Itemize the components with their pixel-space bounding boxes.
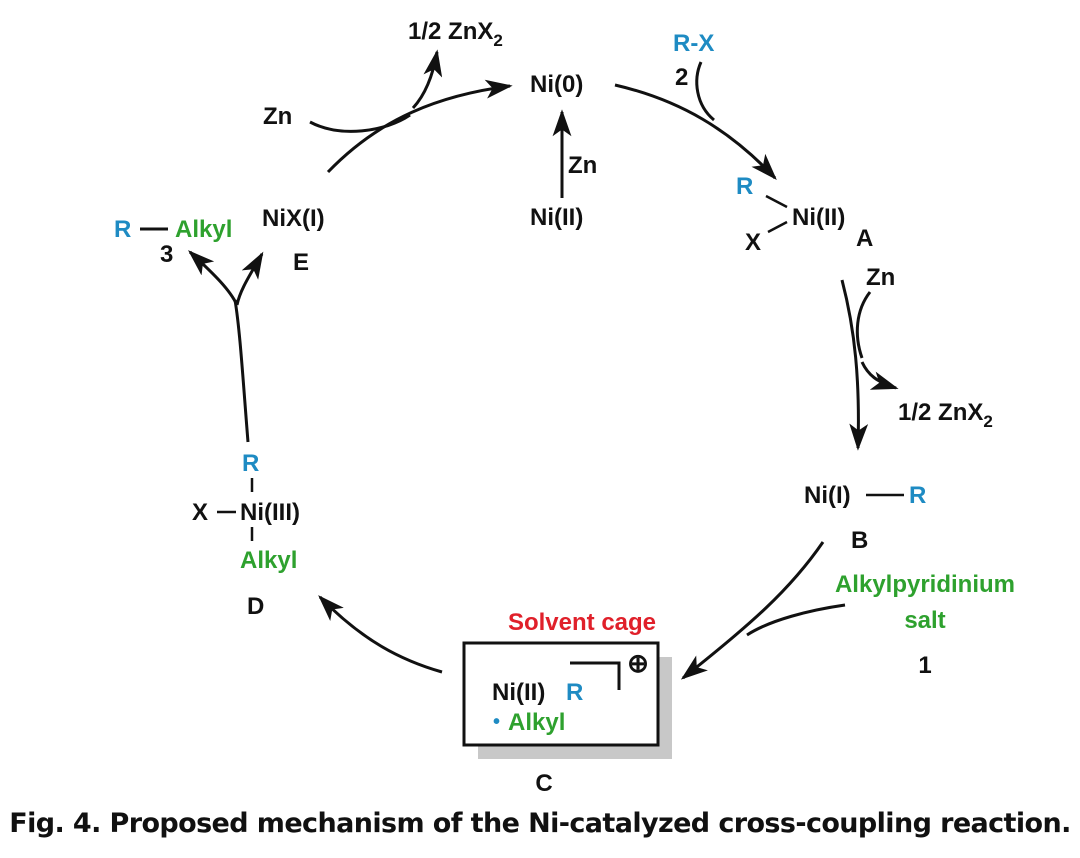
rx-number: 2 bbox=[675, 64, 688, 91]
B-metal: Ni(I) bbox=[804, 482, 851, 509]
D-R-ligand: R bbox=[242, 450, 259, 477]
arrow-C-to-D bbox=[318, 595, 443, 674]
zn-input-curve bbox=[309, 113, 411, 133]
solvent-cage-label: Solvent cage bbox=[508, 609, 656, 636]
pyridinium-label-line2: salt bbox=[904, 607, 945, 634]
cage-bracket bbox=[570, 661, 621, 690]
figure-caption: Fig. 4. Proposed mechanism of the Ni-cat… bbox=[9, 808, 1071, 839]
B-id: B bbox=[851, 527, 868, 554]
ni0-label: Ni(0) bbox=[530, 71, 583, 98]
A-id: A bbox=[856, 225, 873, 252]
B-R-ligand: R bbox=[909, 482, 926, 509]
A-X-bond bbox=[767, 220, 788, 234]
positive-charge-icon: ⊕ bbox=[627, 648, 649, 678]
rx-label: R-X bbox=[673, 30, 714, 57]
pyridinium-label-line1: Alkylpyridinium bbox=[835, 571, 1015, 598]
A-R-bond bbox=[765, 194, 788, 209]
E-label: NiX(I) bbox=[262, 205, 325, 232]
arrow-ni0-to-A bbox=[614, 83, 777, 180]
znx2-right-output-arrow bbox=[860, 361, 899, 390]
C-alkyl-radical: Alkyl bbox=[508, 709, 565, 736]
arrow-to-E bbox=[235, 251, 264, 306]
solvent-cage-box bbox=[462, 641, 660, 747]
pyridinium-number: 1 bbox=[918, 652, 931, 679]
ni2-precursor-label: Ni(II) bbox=[530, 204, 583, 231]
znx2-top-left-label: 1/2 ZnX2 bbox=[408, 18, 503, 50]
arrow-B-to-C bbox=[680, 541, 825, 680]
salt-input-curve bbox=[746, 603, 846, 637]
C-R-ligand: R bbox=[566, 679, 583, 706]
zn-right-label: Zn bbox=[866, 264, 895, 291]
E-id: E bbox=[293, 249, 309, 276]
product-number: 3 bbox=[160, 241, 173, 268]
znx2-output-arrow-top bbox=[411, 49, 443, 110]
C-id: C bbox=[535, 770, 552, 797]
A-R-ligand: R bbox=[736, 173, 753, 200]
precursor-zn-label: Zn bbox=[568, 152, 597, 179]
zn-top-left-label: Zn bbox=[263, 103, 292, 130]
C-metal: Ni(II) bbox=[492, 679, 545, 706]
A-metal: Ni(II) bbox=[792, 204, 845, 231]
arrow-E-to-ni0 bbox=[326, 79, 513, 174]
D-id: D bbox=[247, 593, 264, 620]
D-metal: Ni(III) bbox=[240, 499, 300, 526]
arrow-D-stem bbox=[233, 299, 250, 443]
D-alkyl-ligand: Alkyl bbox=[240, 547, 297, 574]
product-alkyl: Alkyl bbox=[175, 216, 232, 243]
zn-right-input-curve bbox=[855, 291, 872, 359]
arrow-A-to-B bbox=[840, 279, 869, 451]
radical-dot: • bbox=[493, 711, 500, 733]
znx2-right-label: 1/2 ZnX2 bbox=[898, 399, 993, 431]
A-X-ligand: X bbox=[745, 229, 761, 256]
D-X-ligand: X bbox=[192, 499, 208, 526]
arrow-to-product bbox=[188, 250, 239, 306]
rx-input-curve bbox=[695, 61, 715, 122]
product-R: R bbox=[114, 216, 131, 243]
